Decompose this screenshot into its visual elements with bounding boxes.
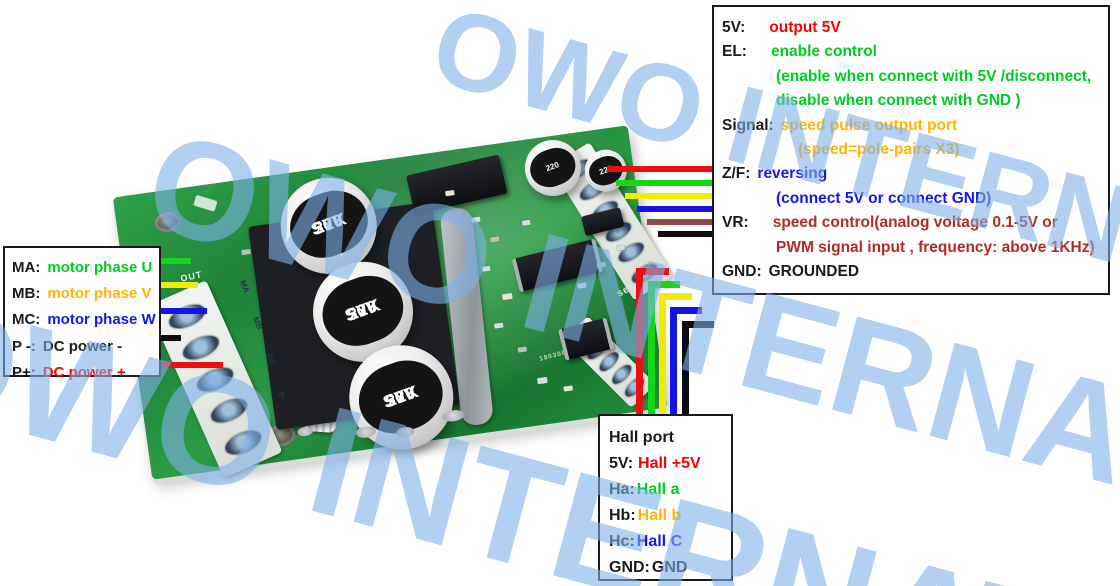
legend-row-signal-note: (speed=pole-pairs X3) — [798, 141, 960, 159]
wire-gnd — [658, 231, 719, 237]
smd-part — [241, 248, 251, 256]
smd-part — [517, 346, 528, 353]
driver-ic — [405, 154, 508, 215]
smd-part — [563, 385, 574, 392]
wire-motor-u — [161, 258, 191, 264]
legend-row-mc: MC:motor phase W — [12, 311, 156, 329]
wire-power-plus — [161, 362, 223, 368]
legend-row-el-note2: disable when connect with GND ) — [776, 92, 1021, 110]
wire-hall-a-h — [648, 281, 680, 288]
legend-row-vr: VR:speed control(analog voltage 0.1-5V o… — [722, 214, 1058, 232]
wire-vr — [647, 219, 719, 225]
screw-terminal — [622, 374, 647, 400]
wire-hall-b-h — [659, 293, 692, 300]
hall-row-hc: Hc:Hall C — [609, 533, 683, 550]
smd-part — [521, 219, 531, 226]
smd-part — [493, 322, 504, 329]
pcb-board: OUT set 18030P1-V MA MB MC P- P+ — [112, 125, 674, 480]
screw-terminal — [165, 299, 209, 333]
mounting-hole-top — [153, 210, 182, 234]
hall-row-ha: Ha:Hall a — [609, 481, 680, 498]
screw-terminal — [615, 239, 647, 266]
smd-part — [471, 216, 481, 223]
smd-part — [577, 282, 587, 289]
legend-row-el: EL:enable control — [722, 43, 877, 61]
legend-row-mb: MB:motor phase V — [12, 285, 152, 303]
legend-row-zf-note: (connect 5V or connect GND) — [776, 189, 992, 207]
legend-row-el-note1: (enable when connect with 5V /disconnect… — [776, 67, 1092, 85]
wire-5v — [607, 166, 719, 172]
wire-motor-v — [161, 282, 198, 288]
smd-part — [501, 292, 513, 301]
legend-row-gnd: GND:GROUNDED — [722, 263, 860, 281]
hall-row-hb: Hb:Hall b — [609, 507, 682, 524]
wire-hall-5v-h — [636, 268, 669, 275]
legend-row-ma: MA:motor phase U — [12, 259, 153, 276]
smd-part — [536, 376, 548, 385]
hall-row-5v: 5V:Hall +5V — [609, 455, 701, 472]
wire-el — [616, 180, 719, 186]
soic16-ic — [511, 238, 604, 293]
legend-row-pminus: P -:DC power - — [12, 337, 123, 355]
hall-port-legend-box: Hall port 5V:Hall +5V Ha:Hall a Hb:Hall … — [598, 414, 733, 581]
smd-part — [481, 265, 491, 272]
screw-silkscreen — [193, 194, 218, 212]
wire-hall-5v-v — [636, 268, 643, 415]
wire-hall-gnd-v — [682, 321, 689, 415]
wire-hall-c-v — [670, 307, 677, 415]
wire-hall-a-v — [648, 281, 655, 415]
screw-terminal — [207, 394, 251, 428]
hall-row-gnd: GND:GND — [609, 559, 688, 576]
smd-part — [596, 261, 607, 268]
terminal-label-ma: MA — [238, 279, 252, 295]
wire-hall-c-h — [670, 307, 702, 314]
control-legend-box: 5V:output 5V EL:enable control (enable w… — [712, 5, 1110, 295]
legend-row-zf: Z/F:reversing — [722, 165, 828, 183]
hall-box-title: Hall port — [609, 429, 674, 446]
motor-power-legend-box: MA:motor phase U MB:motor phase V MC:mot… — [3, 246, 161, 381]
wire-power-minus — [161, 335, 181, 341]
legend-row-signal: Signal:speed pulse output port — [722, 116, 958, 134]
screw-terminal — [179, 331, 223, 364]
wire-zf — [637, 206, 719, 212]
wire-hall-gnd-h — [682, 321, 714, 328]
legend-row-vr-note: PWM signal input , frequency: above 1KHz… — [776, 238, 1095, 256]
wire-hall-b-v — [659, 293, 666, 415]
wire-motor-w — [161, 308, 207, 314]
legend-row-5v: 5V:output 5V — [722, 19, 841, 36]
smd-part — [489, 236, 500, 243]
legend-row-pplus: P+:DC power + — [12, 363, 126, 381]
wire-signal — [625, 193, 719, 199]
solder-blob — [296, 425, 314, 438]
screw-terminal — [221, 425, 265, 459]
